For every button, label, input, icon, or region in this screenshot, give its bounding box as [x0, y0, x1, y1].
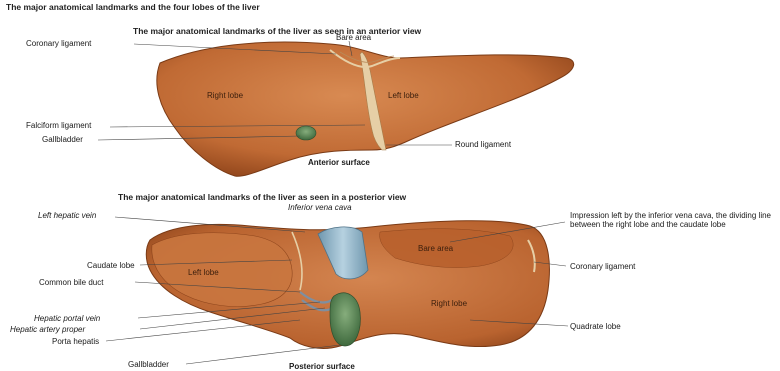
label-right-lobe-anterior: Right lobe	[207, 91, 243, 100]
label-common-bile-duct: Common bile duct	[39, 278, 103, 287]
label-bare-area-anterior: Bare area	[336, 33, 371, 42]
anterior-title: The major anatomical landmarks of the li…	[133, 27, 421, 36]
label-bare-area-posterior: Bare area	[418, 244, 453, 253]
label-left-lobe-posterior: Left lobe	[188, 268, 219, 277]
label-caudate-lobe: Caudate lobe	[87, 261, 135, 270]
main-title: The major anatomical landmarks and the f…	[6, 3, 260, 12]
label-gallbladder-anterior: Gallbladder	[42, 135, 83, 144]
label-gallbladder-posterior: Gallbladder	[128, 360, 169, 369]
label-quadrate-lobe: Quadrate lobe	[570, 322, 621, 331]
caption-anterior-surface: Anterior surface	[308, 158, 370, 167]
label-right-lobe-posterior: Right lobe	[431, 299, 467, 308]
label-hepatic-portal-vein: Hepatic portal vein	[34, 314, 100, 323]
label-left-hepatic-vein: Left hepatic vein	[38, 211, 96, 220]
posterior-left-lobe-region	[152, 233, 292, 307]
label-ivc-impression: Impression left by the inferior vena cav…	[570, 211, 775, 229]
label-coronary-ligament-posterior: Coronary ligament	[570, 262, 635, 271]
caption-posterior-surface: Posterior surface	[289, 362, 355, 371]
label-hepatic-artery-proper: Hepatic artery proper	[10, 325, 85, 334]
posterior-gallbladder	[330, 293, 360, 346]
posterior-liver	[146, 221, 549, 349]
anterior-liver	[157, 42, 574, 176]
label-round-ligament: Round ligament	[455, 140, 511, 149]
label-coronary-ligament-anterior: Coronary ligament	[26, 39, 91, 48]
label-falciform-ligament: Falciform ligament	[26, 121, 91, 130]
posterior-title: The major anatomical landmarks of the li…	[118, 193, 406, 202]
label-porta-hepatis: Porta hepatis	[52, 337, 99, 346]
label-left-lobe-anterior: Left lobe	[388, 91, 419, 100]
label-inferior-vena-cava: Inferior vena cava	[288, 203, 352, 212]
anterior-gallbladder	[296, 126, 316, 140]
